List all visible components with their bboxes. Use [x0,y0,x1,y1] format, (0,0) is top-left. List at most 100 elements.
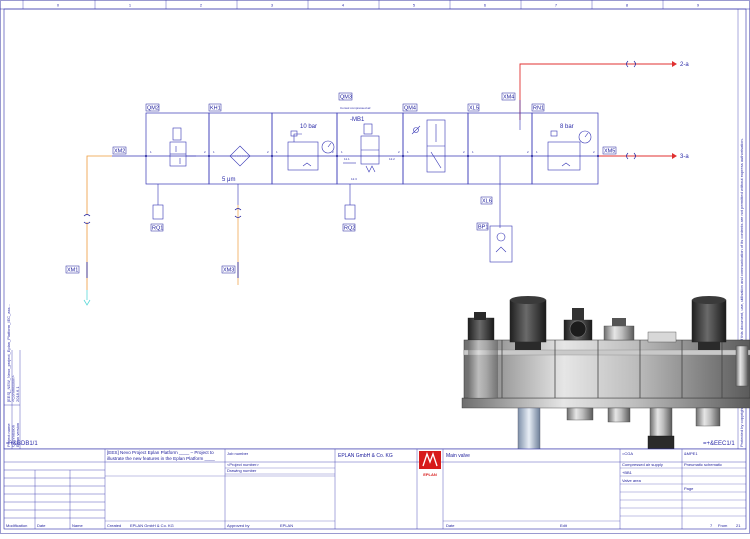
commission-value: <Commission> [11,375,16,402]
tb-field-4: Valve area [622,478,642,483]
tb-editor: Edit [560,523,568,528]
tag-xm5: XM5 [604,149,615,155]
left-side-strip: Project name Commission Eplan version [E… [3,304,21,449]
column-ruler: 0 1 2 3 4 5 6 7 8 9 [0,0,750,10]
svg-text:1: 1 [276,150,278,154]
ruler-col-2: 2 [200,3,203,8]
svg-text:2: 2 [593,150,595,154]
device-tags: QM2 KH1 QM3 Consol compressed air -MB1 Q… [65,92,617,274]
cross-ref-left: =+&BDB1/1 [6,441,38,447]
regulator-10bar-symbol [287,130,335,171]
qm2-valve-symbol [169,127,196,167]
tag-xm3: XM3 [223,268,234,274]
tag-rq2: RQ2 [344,226,355,232]
tb-page-label: Page [684,486,694,491]
module-rn1-box [531,112,599,185]
label-5-um: 5 μm [222,177,235,183]
ruler-col-6: 6 [484,3,487,8]
svg-text:2: 2 [398,150,400,154]
svg-text:2: 2 [463,150,465,154]
service-unit-3d-image [461,296,750,486]
pressure-gauge-8bar [578,130,592,144]
eplan-logo: EPLAN [419,451,441,477]
supply-line-lower [83,290,91,306]
tb-field-3: +BB1 [622,470,633,475]
xl5-distributor-symbol [489,156,513,263]
label-8-bar: 8 bar [560,124,574,130]
copyright-note: Protected by copyright. Passing on as we… [739,138,744,447]
svg-text:11.1: 11.1 [344,157,350,161]
svg-text:2: 2 [267,150,269,154]
svg-text:1: 1 [341,150,343,154]
ruler-col-4: 4 [342,3,345,8]
tb-company: EPLAN GmbH & Co. KG [338,453,393,459]
eplan-version-label: Eplan version [15,423,20,447]
tag-xm1: XM1 [67,268,78,274]
kh1-filter-symbol [229,145,251,167]
tag-qm3-top: QM3 [340,95,352,101]
tb-description: [EES] Nevo Project Eplan Platform ____ –… [107,450,215,461]
qm4-valve-symbol [411,119,446,173]
tb-date: Date [37,523,46,528]
tb-sheet-label: From [718,523,728,528]
tb-page-number: 7 [710,523,713,528]
ruler-col-7: 7 [555,3,558,8]
outlet-couplings [626,60,636,160]
drain-lines [152,184,356,220]
svg-text:1: 1 [407,150,409,154]
cross-ref-right: =+&EEC1/1 [703,441,735,447]
module-mb1-box [336,112,404,185]
tag-bp1: BP1 [478,225,488,231]
tb-sheet-total: 21 [736,523,741,528]
ruler-col-3: 3 [271,3,274,8]
tb-approved-by: EPLAN [280,523,293,528]
tb-approved-label: Approved by [227,523,249,528]
ruler-col-0: 0 [57,3,60,8]
drain-coupling [234,208,242,278]
module-qm2-box [145,112,210,185]
eplan-logo-text: EPLAN [423,472,437,477]
tb-field-2: Compressed air supply [622,462,663,467]
label-10-bar: 10 bar [300,124,317,130]
svg-text:2: 2 [527,150,529,154]
regulator-8bar-symbol [547,130,592,171]
svg-text:12.2: 12.2 [389,157,395,161]
tag-kh1: KH1 [210,106,221,112]
tb-drawing-number: Drawing number [227,468,257,473]
tb-job-number: Job number [227,451,249,456]
project-name-label: Project name [6,423,11,447]
connection-points [145,155,599,157]
tb-page-title: Main valve [446,453,470,459]
svg-text:1: 1 [536,150,538,154]
ruler-col-8: 8 [626,3,629,8]
ruler-col-9: 9 [697,3,700,8]
outlet-arrows [672,61,677,159]
tb-created-label: Created [107,523,121,528]
tb-field-6: Pneumatic schematic [684,462,722,467]
supply-line [86,155,112,290]
tag-xl5: XL5 [469,106,479,112]
svg-text:1: 1 [472,150,474,154]
tag-xm4: XM4 [503,95,514,101]
module-qm4-box [402,112,469,185]
tag-qm4: QM4 [404,106,416,112]
tb-field-1: =CGA [622,451,633,456]
tag-rq1: RQ1 [152,226,163,232]
tb-field-5: &MPE1 [684,451,698,456]
pressure-gauge-10bar [321,140,335,154]
tb-project-number: <Project number> [227,462,259,467]
tag-xl6: XL6 [482,199,492,205]
tag-qm2: QM2 [147,106,159,112]
svg-text:1: 1 [150,150,152,154]
commission-label: Commission [11,425,16,447]
svg-text:12.3: 12.3 [351,177,357,181]
mb1-valve-symbol [343,123,380,173]
ruler-col-5: 5 [413,3,416,8]
svg-text:2: 2 [204,150,206,154]
svg-text:2: 2 [332,150,334,154]
tb-name: Name [72,523,83,528]
tb-modification: Modification [6,523,27,528]
tag-mb1: -MB1 [350,117,365,123]
